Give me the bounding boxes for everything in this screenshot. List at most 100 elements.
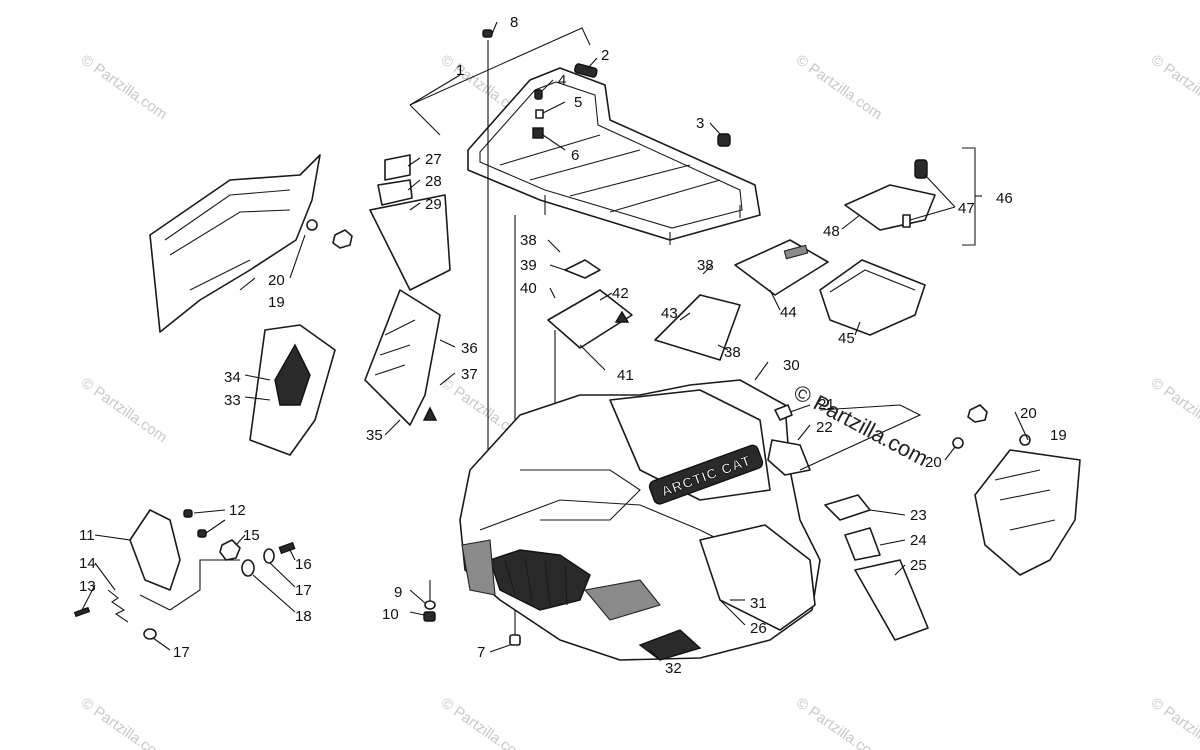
bushing (535, 109, 544, 119)
callout-label: 48 (823, 223, 840, 240)
headlight-left (461, 539, 496, 596)
front-body[interactable]: ARCTIC CAT (459, 379, 821, 661)
grommet (1019, 434, 1031, 446)
callout-label: 36 (461, 340, 478, 357)
latch-cover (844, 184, 936, 231)
leader-lines (81, 21, 1029, 661)
grommet (952, 437, 964, 449)
callout-label: 33 (224, 392, 241, 409)
decal-background (648, 444, 764, 505)
front-rack[interactable] (409, 27, 761, 245)
callout-label: 34 (224, 369, 241, 386)
latch-kit[interactable] (844, 147, 976, 246)
washer (424, 600, 436, 610)
callout-label: 28 (425, 173, 442, 190)
callout-label: 24 (910, 532, 927, 549)
tinnerman-clip (967, 404, 988, 423)
storage-plate[interactable] (547, 259, 633, 349)
splash-shield[interactable] (654, 294, 741, 361)
hood-line (520, 469, 641, 521)
callout-label: 37 (461, 366, 478, 383)
tinnerman-clip (332, 229, 353, 249)
washer (774, 404, 793, 421)
nut (509, 634, 521, 646)
callout-label: 6 (571, 147, 579, 164)
callout-label: 35 (366, 427, 383, 444)
rack-assembly-bracket (409, 104, 441, 136)
assembly-bracket-line (139, 559, 240, 611)
cap-screw (482, 29, 493, 38)
screw (197, 529, 207, 538)
reflector-hardware (139, 509, 296, 640)
callout-label: 18 (295, 608, 312, 625)
side-panel-detail (164, 189, 291, 291)
body-hardware (423, 600, 521, 646)
callout-label: 19 (1050, 427, 1067, 444)
bracket-line (799, 404, 922, 471)
washer (263, 548, 275, 564)
well-nut (532, 127, 544, 139)
rack-crossbar (499, 134, 721, 213)
callout-labels: 1 2 3 4 5 6 7 8 9 10 11 12 13 14 15 16 1… (79, 14, 1067, 677)
callout-label: 29 (425, 196, 442, 213)
grille-vent (504, 557, 568, 606)
decal (844, 527, 881, 561)
nut (219, 539, 241, 561)
callout-label: 27 (425, 151, 442, 168)
callout-label: 13 (79, 578, 96, 595)
reflector-lens (129, 509, 181, 591)
headlight-right (583, 579, 661, 621)
spacer (241, 559, 255, 577)
watermark: © Partzilla.com (1148, 51, 1200, 123)
washer (143, 628, 157, 640)
partzilla-watermark: © Partzilla.com (790, 379, 933, 471)
storage-plate-detail (564, 259, 601, 279)
callout-label: 44 (780, 304, 797, 321)
storage-plate-body (547, 289, 633, 349)
watermark: © Partzilla.com (438, 694, 531, 750)
callout-label: 31 (750, 595, 767, 612)
watermark: © Partzilla.com (78, 374, 171, 446)
callout-label: 25 (910, 557, 927, 574)
nut (423, 611, 436, 622)
storage-lid[interactable] (734, 239, 829, 296)
callout-label: 38 (724, 344, 741, 361)
callout-label: 21 (818, 396, 835, 413)
right-side-bracket[interactable] (767, 404, 811, 476)
rack-assembly-bracket (409, 27, 591, 106)
callout-label: 15 (243, 527, 260, 544)
left-inner-fender[interactable] (249, 324, 336, 456)
callout-label: 39 (520, 257, 537, 274)
callout-label: 12 (229, 502, 246, 519)
callout-label: 41 (617, 367, 634, 384)
headlight-assembly[interactable] (73, 509, 181, 623)
callout-label: 38 (697, 257, 714, 274)
callout-label: 7 (477, 644, 485, 661)
callout-label: 45 (838, 330, 855, 347)
decal (369, 194, 451, 291)
callout-label: 42 (612, 285, 629, 302)
right-side-panel[interactable] (952, 404, 1081, 576)
bracket-body (767, 439, 811, 476)
side-panel-detail (994, 469, 1056, 531)
rack-frame (467, 67, 761, 241)
bolt (278, 541, 296, 555)
screw (183, 509, 193, 518)
side-panel-shell (974, 449, 1081, 576)
reflector-spring (107, 589, 129, 623)
storage-box[interactable] (819, 259, 926, 336)
callout-label: 4 (558, 72, 566, 89)
callout-label: 26 (750, 620, 767, 637)
rivet (614, 310, 630, 323)
storage-lid-body (734, 239, 829, 296)
left-side-panel[interactable] (149, 154, 353, 333)
callout-label: 22 (816, 419, 833, 436)
decal (854, 559, 929, 641)
side-panel-shell (149, 154, 321, 333)
rack-end-cap (574, 63, 598, 78)
callout-label: 10 (382, 606, 399, 623)
callout-label: 16 (295, 556, 312, 573)
storage-box-rim (829, 269, 916, 293)
center-splash-panel[interactable] (364, 289, 441, 426)
